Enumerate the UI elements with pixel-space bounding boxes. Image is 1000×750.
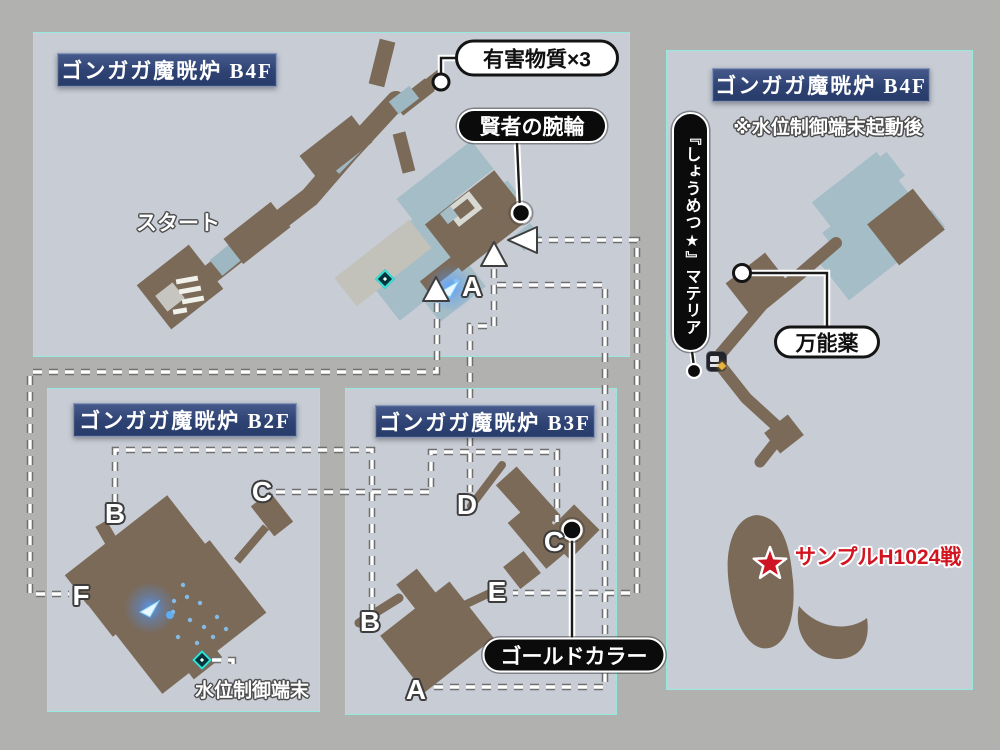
letter-b2f-b: B [104, 498, 126, 529]
title-b4f-after: ゴンガガ魔晄炉 B4F [712, 68, 930, 102]
letter-b3f-b: B [359, 606, 381, 637]
title-b2f-text: ゴンガガ魔晄炉 B2F [79, 409, 291, 433]
letter-b2f-f: F [72, 580, 90, 611]
letter-b4f-a: A [461, 271, 483, 302]
water-terminal-label: 水位制御端末 [194, 680, 310, 702]
letter-b3f-d: D [456, 489, 478, 520]
letter-b2f-c: C [251, 476, 273, 507]
title-b2f: ゴンガガ魔晄炉 B2F [73, 403, 297, 437]
sage-bracelet-callout-text: 賢者の腕輪 [479, 116, 585, 139]
title-b4f-after-text: ゴンガガ魔晄炉 B4F [715, 74, 927, 98]
letter-b3f-a: A [405, 674, 427, 705]
letter-b3f-e: E [487, 576, 507, 607]
hazard-callout-pill: 有害物質×3 [455, 39, 619, 77]
title-b4f-main: ゴンガガ魔晄炉 B4F [57, 53, 277, 87]
title-b3f-text: ゴンガガ魔晄炉 B3F [379, 410, 591, 435]
hazard-callout-text: 有害物質×3 [483, 48, 591, 71]
boss-battle-label: サンプルH1024戦 [795, 546, 962, 569]
sage-bracelet-callout-pill: 賢者の腕輪 [457, 109, 607, 143]
materia-callout-text: 『しょうめつ★』マテリア [682, 128, 700, 336]
panacea-callout-pill: 万能薬 [774, 325, 880, 359]
materia-callout-pill: 『しょうめつ★』マテリア [672, 112, 709, 352]
title-b3f: ゴンガガ魔晄炉 B3F [375, 405, 595, 438]
subtitle-after-terminal: ※水位制御端末起動後 [733, 117, 923, 139]
gold-collar-callout-text: ゴールドカラー [500, 645, 648, 668]
gold-collar-callout-pill: ゴールドカラー [482, 637, 666, 673]
panacea-callout-text: 万能薬 [795, 332, 859, 355]
start-label: スタート [136, 212, 220, 235]
title-b4f-main-text: ゴンガガ魔晄炉 B4F [61, 59, 273, 83]
rest-bench-icon [706, 351, 727, 372]
letter-b3f-c: C [543, 526, 565, 557]
